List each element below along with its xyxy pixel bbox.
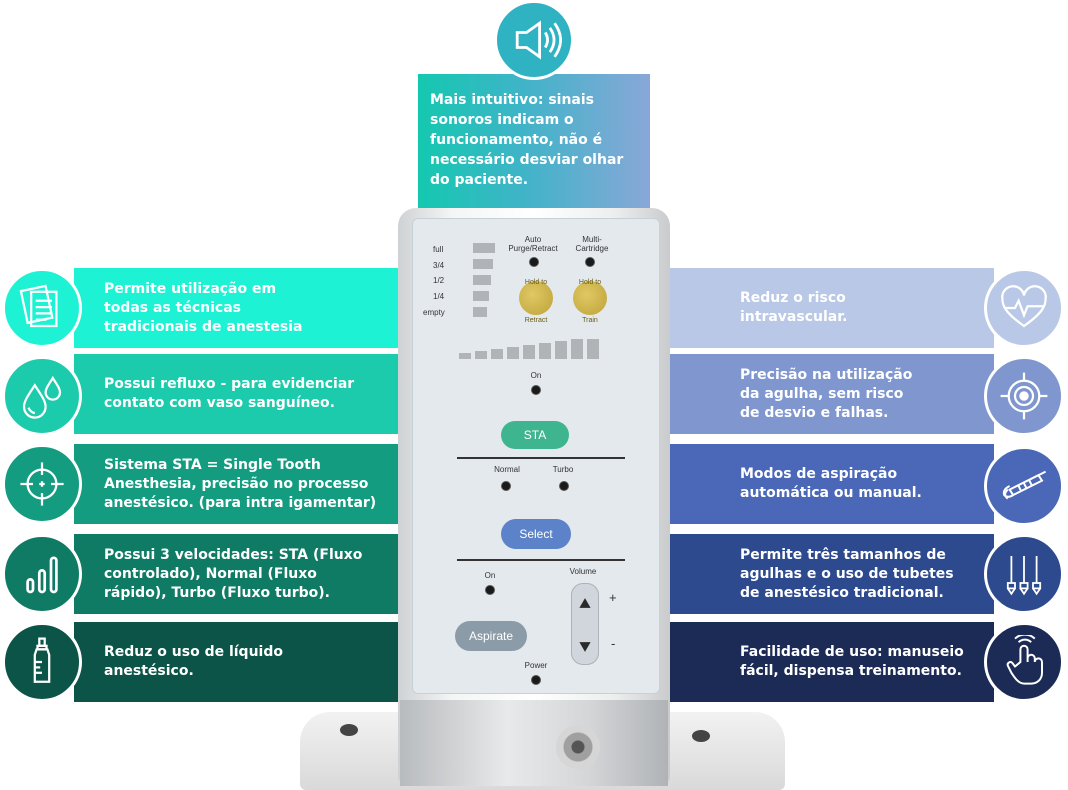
flow-bar — [539, 343, 551, 359]
retract-label: Retract — [524, 317, 548, 324]
multi-cartridge-label: Multi- Cartridge — [575, 235, 609, 253]
level-1-4-label: 1/4 — [433, 292, 445, 301]
right-circle-1 — [984, 268, 1064, 348]
right-feature-text: Permite três tamanhos de agulhas e o uso… — [740, 546, 954, 601]
left-circle-4 — [2, 534, 82, 614]
right-circle-5 — [984, 622, 1064, 702]
precision-target-icon — [1000, 372, 1048, 420]
level-bar — [473, 275, 491, 285]
right-feature-5: Facilidade de uso: manuseio fácil, dispe… — [640, 622, 994, 702]
turbo-led — [559, 481, 569, 491]
heart-pulse-icon — [1001, 285, 1047, 328]
base-screw-left — [340, 724, 358, 736]
left-feature-5: Reduz o uso de líquido anestésico. — [74, 622, 434, 702]
top-feature-box: Mais intuitivo: sinais sonoros indicam o… — [418, 74, 650, 214]
target-crosshair-icon — [20, 462, 64, 506]
flow-bar — [555, 341, 567, 359]
right-circle-2 — [984, 356, 1064, 436]
normal-led — [501, 481, 511, 491]
level-1-2-label: 1/2 — [433, 276, 445, 285]
aspirate-button[interactable]: Aspirate — [455, 621, 527, 651]
level-bar — [473, 259, 493, 269]
left-feature-1: Permite utilização em todas as técnicas … — [74, 268, 434, 348]
device-port — [556, 725, 600, 769]
on-led-top — [531, 385, 541, 395]
level-bar — [473, 243, 495, 253]
volume-control[interactable] — [571, 583, 599, 665]
needles-icon — [1006, 556, 1042, 596]
multi-cartridge-led — [585, 257, 595, 267]
top-feature-text: Mais intuitivo: sinais sonoros indicam o… — [430, 92, 624, 188]
level-full-label: full — [433, 245, 444, 254]
panel-divider — [457, 457, 625, 459]
volume-label: Volume — [569, 567, 597, 576]
hold-to-train-label: Hold to — [578, 279, 602, 286]
train-label: Train — [582, 317, 598, 324]
on-label-bottom: On — [484, 571, 496, 580]
volume-down-icon[interactable] — [578, 640, 592, 654]
flow-bar — [523, 345, 535, 359]
documents-icon — [19, 284, 58, 328]
left-circle-1 — [2, 268, 82, 348]
retract-button[interactable] — [519, 281, 553, 315]
left-feature-text: Possui refluxo - para evidenciar contato… — [104, 376, 355, 411]
right-feature-4: Permite três tamanhos de agulhas e o uso… — [640, 534, 994, 614]
flow-bar — [459, 353, 471, 359]
right-feature-text: Facilidade de uso: manuseio fácil, dispe… — [740, 644, 964, 679]
level-empty-label: empty — [423, 308, 445, 317]
volume-plus-label: + — [609, 590, 617, 605]
left-feature-text: Sistema STA = Single Tooth Anesthesia, p… — [104, 456, 377, 511]
right-circle-3 — [984, 446, 1064, 526]
device-bottom — [400, 700, 668, 786]
power-label: Power — [524, 661, 548, 670]
power-led[interactable] — [531, 675, 541, 685]
touch-hand-icon — [1006, 635, 1043, 685]
right-feature-1: Reduz o risco intravascular. — [640, 268, 994, 348]
volume-up-icon[interactable] — [578, 596, 592, 610]
flow-bar — [507, 347, 519, 359]
hold-to-retract-label: Hold to — [524, 279, 548, 286]
base-screw-right — [692, 730, 710, 742]
on-label-top: On — [530, 371, 542, 380]
left-circle-2 — [2, 356, 82, 436]
level-3-4-label: 3/4 — [433, 261, 445, 270]
select-button[interactable]: Select — [501, 519, 571, 549]
bars-speed-icon — [26, 556, 58, 594]
auto-purge-label: Auto Purge/Retract — [508, 235, 558, 253]
left-feature-text: Possui 3 velocidades: STA (Fluxo control… — [104, 546, 363, 601]
right-circle-4 — [984, 534, 1064, 614]
top-feature-circle — [494, 0, 574, 80]
right-feature-2: Precisão na utilização da agulha, sem ri… — [640, 354, 994, 434]
right-feature-text: Reduz o risco intravascular. — [740, 290, 848, 325]
left-circle-3 — [2, 444, 82, 524]
left-feature-2: Possui refluxo - para evidenciar contato… — [74, 354, 434, 434]
flow-bar — [571, 339, 583, 359]
panel-divider — [457, 559, 625, 561]
auto-purge-led — [529, 257, 539, 267]
flow-bar — [587, 339, 599, 359]
left-feature-4: Possui 3 velocidades: STA (Fluxo control… — [74, 534, 434, 614]
turbo-label: Turbo — [552, 465, 574, 474]
left-feature-3: Sistema STA = Single Tooth Anesthesia, p… — [74, 444, 434, 524]
drops-icon — [22, 375, 62, 419]
control-panel: full 3/4 1/2 1/4 empty Auto Purge/Retrac… — [412, 218, 660, 694]
right-feature-3: Modos de aspiração automática ou manual. — [640, 444, 994, 524]
flow-bar — [491, 349, 503, 359]
flow-bar — [475, 351, 487, 359]
syringe-icon — [1002, 470, 1047, 500]
right-feature-text: Modos de aspiração automática ou manual. — [740, 466, 922, 501]
train-button[interactable] — [573, 281, 607, 315]
left-circle-5 — [2, 622, 82, 702]
on-led-bottom — [485, 585, 495, 595]
level-bar — [473, 291, 489, 301]
sta-button[interactable]: STA — [501, 421, 569, 449]
left-feature-text: Reduz o uso de líquido anestésico. — [104, 644, 283, 679]
volume-minus-label: - — [611, 636, 616, 651]
right-feature-text: Precisão na utilização da agulha, sem ri… — [740, 366, 913, 421]
vial-icon — [33, 637, 51, 683]
normal-label: Normal — [494, 465, 520, 474]
level-bar — [473, 307, 487, 317]
left-feature-text: Permite utilização em todas as técnicas … — [104, 280, 303, 335]
speaker-icon — [515, 20, 562, 60]
